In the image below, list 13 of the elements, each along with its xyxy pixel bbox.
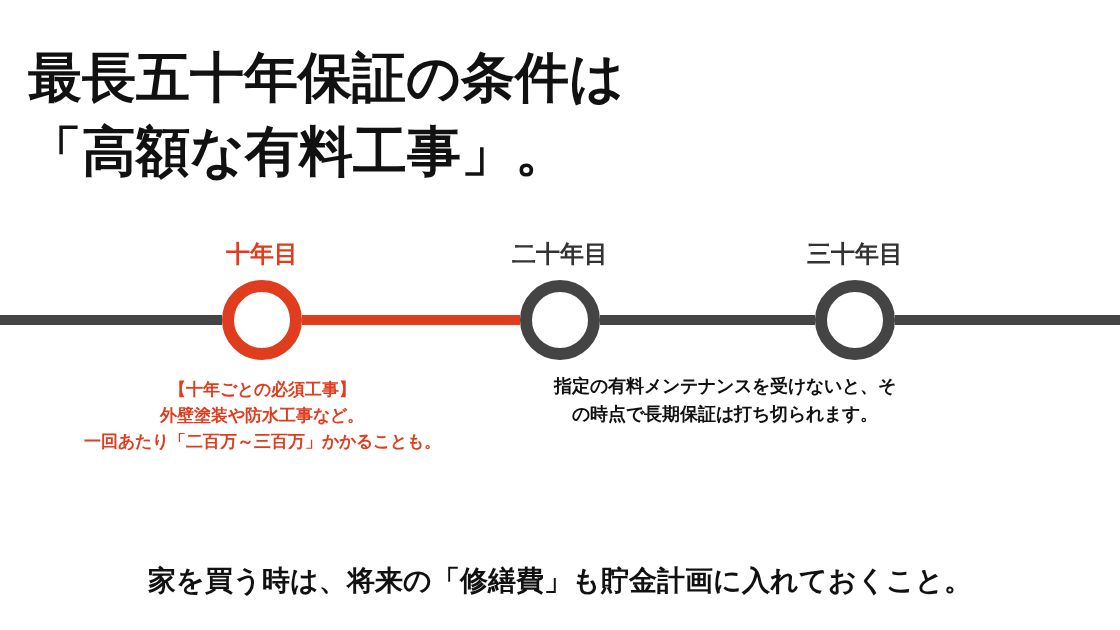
timeline-line (0, 315, 222, 325)
note-text: 一回あたり「二百万～三百万」かかることも。 (83, 430, 441, 453)
title: 最長五十年保証の条件は「高額な有料工事」。 (28, 44, 625, 185)
year-label: 二十年目 (512, 239, 608, 270)
caption: 家を買う時は、将来の「修繕費」も貯金計画に入れておくこと。 (147, 563, 973, 599)
timeline-line (600, 315, 815, 325)
timeline-line (302, 315, 520, 325)
note-text: 外壁塗装や防水工事など。 (160, 404, 364, 427)
timeline-line (895, 315, 1120, 325)
year-label: 三十年目 (807, 239, 903, 270)
note-text: 【十年ごとの必須工事】 (168, 378, 356, 401)
note-text: 指定の有料メンテナンスを受けないと、その時点で長期保証は打ち切られます。 (554, 374, 896, 426)
year-label: 十年目 (226, 239, 298, 270)
